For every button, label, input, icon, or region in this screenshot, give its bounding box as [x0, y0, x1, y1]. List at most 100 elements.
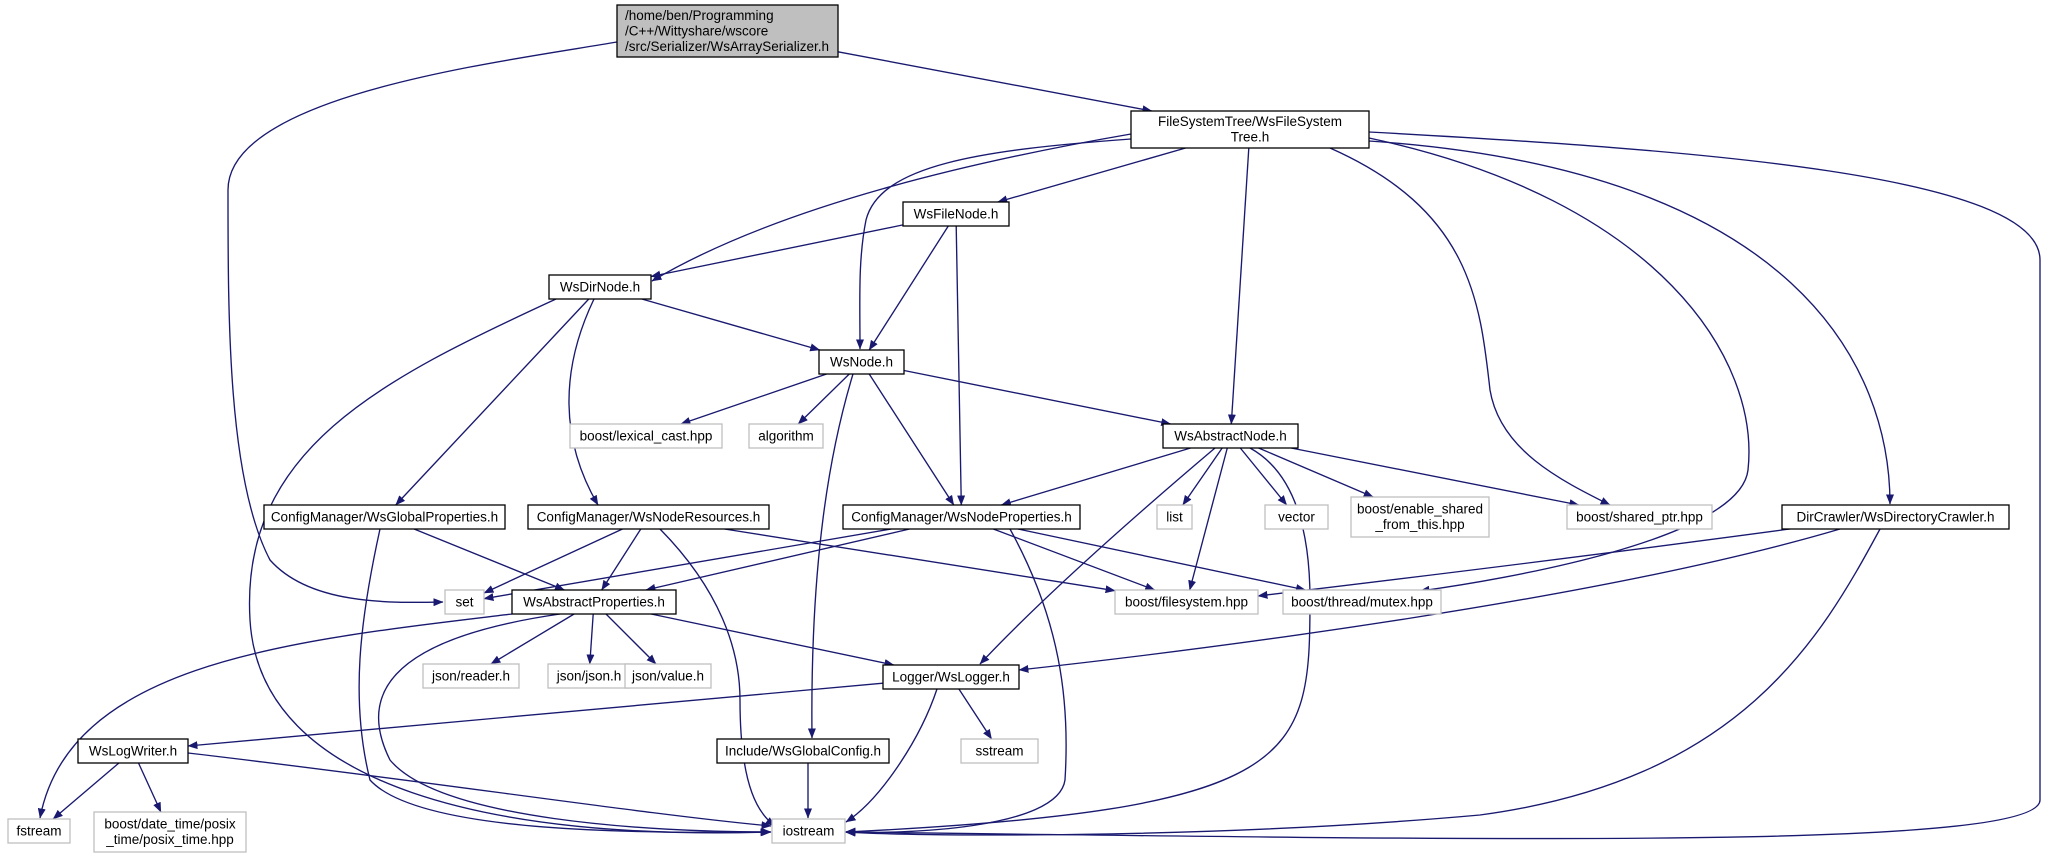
node-box	[548, 274, 652, 300]
node-label: Include/WsGlobalConfig.h	[725, 743, 881, 758]
node-json-json: json/json.h	[547, 663, 631, 689]
node-ws-abstract-properties[interactable]: WsAbstractProperties.h	[511, 589, 677, 615]
node-ws-dir-node[interactable]: WsDirNode.h	[548, 274, 652, 300]
node-box	[1350, 496, 1490, 538]
edge-dirnode-to-node	[641, 298, 821, 352]
node-sstream: sstream	[960, 738, 1039, 764]
node-ws-abstract-node[interactable]: WsAbstractNode.h	[1162, 423, 1299, 449]
node-label: iostream	[783, 823, 835, 838]
node-ws-node[interactable]: WsNode.h	[818, 349, 905, 375]
edge-fst-to-filenode	[997, 147, 1186, 204]
node-box	[624, 663, 712, 689]
node-label: boost/lexical_cast.hpp	[580, 428, 713, 443]
node-label: fstream	[16, 823, 61, 838]
edge-dircrawler-to-iostream	[845, 528, 1881, 837]
node-label: json/value.h	[631, 668, 704, 683]
edge-abstractnode-to-list	[1182, 447, 1223, 506]
node-ws-directory-crawler[interactable]: DirCrawler/WsDirectoryCrawler.h	[1781, 504, 2010, 530]
node-label: Logger/WsLogger.h	[892, 669, 1010, 684]
edge-fst-to-dirnode	[651, 133, 1132, 282]
node-label: ConfigManager/WsNodeResources.h	[537, 509, 761, 524]
edge-abstractprops-to-jsonjson	[586, 613, 595, 665]
edge-fst-to-node	[855, 138, 1132, 350]
node-fstream: fstream	[7, 818, 71, 844]
root-file-node[interactable]: /home/ben/Programming/C++/Wittyshare/wsc…	[616, 4, 839, 58]
edge-dirnode-to-globalprops	[395, 298, 590, 506]
node-json-value: json/value.h	[624, 663, 712, 689]
node-ws-global-config[interactable]: Include/WsGlobalConfig.h	[716, 738, 890, 764]
node-label: boost/date_time/posix	[104, 817, 236, 832]
node-box	[511, 589, 677, 615]
edge-nodeprops-to-abstractprops	[645, 528, 910, 592]
node-ws-node-resources[interactable]: ConfigManager/WsNodeResources.h	[527, 504, 770, 530]
node-label: json/reader.h	[431, 668, 510, 683]
node-label: WsLogWriter.h	[89, 743, 177, 758]
node-box	[1130, 110, 1370, 149]
node-label: algorithm	[758, 428, 814, 443]
edge-abstractnode-to-sharedptr	[1290, 447, 1580, 508]
node-vector: vector	[1264, 504, 1329, 530]
node-boost-filesystem: boost/filesystem.hpp	[1114, 589, 1259, 615]
node-box	[547, 663, 631, 689]
edge-fst-to-mutex	[1368, 137, 1750, 594]
node-label: sstream	[975, 743, 1023, 758]
edge-fst-to-dircrawler	[1368, 140, 1894, 505]
edge-filenode-to-dirnode	[650, 224, 904, 279]
node-box	[1264, 504, 1329, 530]
node-iostream: iostream	[771, 818, 846, 844]
edge-root-to-fst	[837, 51, 1153, 114]
node-box	[1162, 423, 1299, 449]
node-box	[1282, 589, 1442, 615]
node-box	[616, 4, 839, 58]
node-label: /C++/Wittyshare/wscore	[625, 23, 768, 38]
node-ws-log-writer[interactable]: WsLogWriter.h	[77, 738, 189, 764]
node-label: ConfigManager/WsNodeProperties.h	[851, 509, 1072, 524]
node-box	[842, 504, 1081, 530]
node-label: boost/shared_ptr.hpp	[1576, 509, 1703, 524]
node-label: /home/ben/Programming	[625, 8, 774, 23]
node-ws-logger[interactable]: Logger/WsLogger.h	[882, 664, 1020, 690]
edges-layer	[37, 41, 2041, 840]
edge-fst-to-sharedptr	[1329, 147, 1611, 506]
edge-fst-to-iostream	[844, 131, 2041, 840]
edge-abstractnode-to-vector	[1239, 447, 1288, 506]
edge-dirnode-to-iostream	[248, 298, 771, 837]
node-ws-global-properties[interactable]: ConfigManager/WsGlobalProperties.h	[263, 504, 506, 530]
node-boost-shared-ptr: boost/shared_ptr.hpp	[1566, 504, 1713, 530]
node-box	[882, 664, 1020, 690]
node-label: DirCrawler/WsDirectoryCrawler.h	[1796, 509, 1994, 524]
edge-root-to-set	[227, 41, 618, 607]
node-box	[93, 811, 247, 853]
node-box	[263, 504, 506, 530]
node-box	[960, 738, 1039, 764]
node-label: WsAbstractProperties.h	[523, 594, 665, 609]
node-label: _from_this.hpp	[1374, 517, 1464, 532]
edge-nodeprops-to-mutex	[1017, 528, 1306, 592]
node-boost-posix-time: boost/date_time/posix_time/posix_time.hp…	[93, 811, 247, 853]
node-box	[422, 663, 520, 689]
node-ws-file-node[interactable]: WsFileNode.h	[902, 201, 1010, 227]
node-json-reader: json/reader.h	[422, 663, 520, 689]
node-label: Tree.h	[1231, 130, 1270, 145]
node-boost-enable-shared-from-this: boost/enable_shared_from_this.hpp	[1350, 496, 1490, 538]
edge-nodeprops-to-iostream	[845, 528, 1067, 837]
node-box	[1566, 504, 1713, 530]
node-box	[569, 423, 723, 449]
nodes-layer: /home/ben/Programming/C++/Wittyshare/wsc…	[7, 4, 2010, 853]
node-label: WsAbstractNode.h	[1174, 428, 1287, 443]
node-label: WsFileNode.h	[914, 206, 999, 221]
edge-logwriter-to-posixtime	[137, 762, 162, 813]
edge-logwriter-to-fstream	[52, 762, 120, 820]
node-ws-node-properties[interactable]: ConfigManager/WsNodeProperties.h	[842, 504, 1081, 530]
edge-logger-to-logwriter	[187, 682, 884, 750]
edge-noderes-to-iostream	[659, 528, 776, 827]
node-label: boost/thread/mutex.hpp	[1291, 594, 1433, 609]
node-box	[1156, 504, 1193, 530]
node-box	[771, 818, 846, 844]
node-label: boost/filesystem.hpp	[1125, 594, 1248, 609]
edge-fst-to-abstractnode	[1227, 147, 1250, 425]
edge-globalprops-to-abstractprops	[413, 528, 565, 591]
node-label: json/json.h	[556, 668, 622, 683]
